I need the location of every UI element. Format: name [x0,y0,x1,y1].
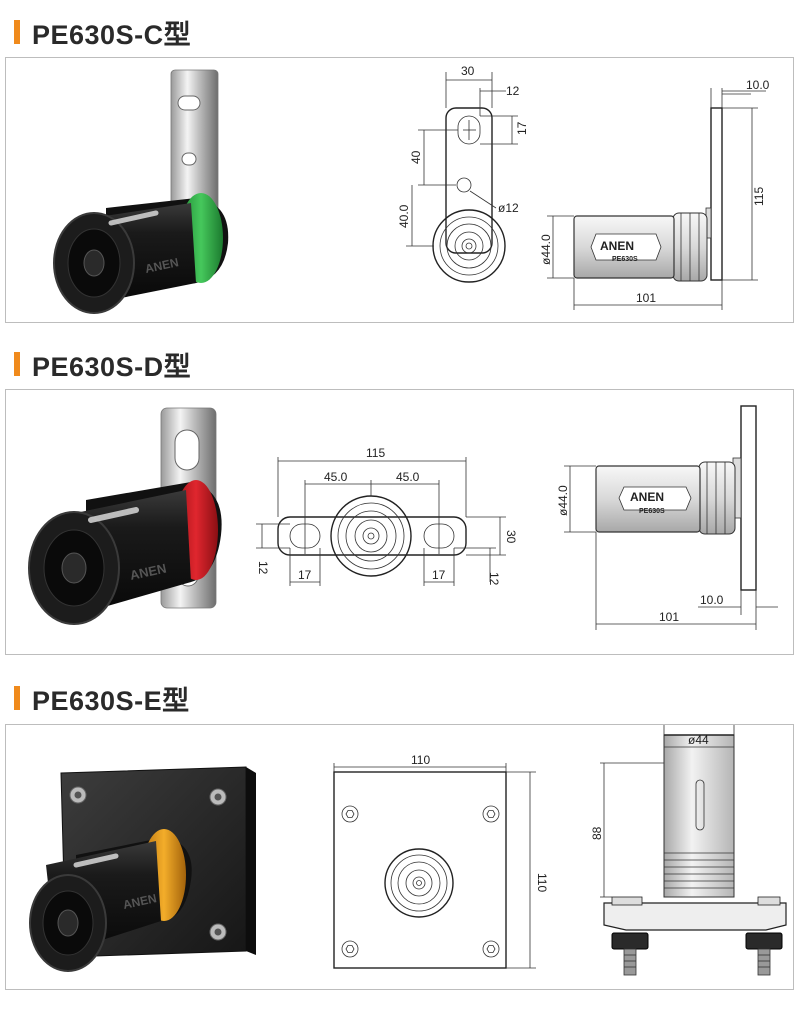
section-title-text: PE630S-E型 [32,685,190,716]
drawing-brand-label: ANEN [600,239,634,253]
panel-c: ANEN 30 12 17 [5,57,794,323]
dim-dia-12: ø12 [498,201,519,215]
plate-slot [177,95,201,111]
section-title-d: PE630S-D型 [0,344,191,384]
dim-height-12b: 12 [487,572,501,586]
section-title-e: PE630S-E型 [0,678,190,718]
title-accent-bar [14,20,20,44]
title-accent-bar [14,352,20,376]
dim-dia-44: ø44.0 [539,234,553,265]
panel-c-drawing: ANEN 30 12 17 [53,64,770,314]
dim-height-40: 40 [409,150,423,164]
dim-width-17a: 17 [298,568,312,582]
section-title-text: PE630S-C型 [32,19,192,50]
side-drawing-c: ANEN PE630S 10.0 115 ø44.0 101 [539,78,770,310]
dim-width-45b: 45.0 [396,470,420,484]
side-mount-plate [603,902,787,931]
drawing-brand-label: ANEN [630,490,664,504]
dim-dia-44: ø44 [688,733,709,747]
side-drawing-e: ø44 88 [590,725,787,976]
dim-width-30: 30 [461,64,475,78]
plate-slot-top [174,429,200,471]
photo-brand-label: ANEN [129,561,168,583]
section-title-text: PE630S-D型 [32,351,192,382]
front-drawing-d: 115 45.0 45.0 30 12 17 17 12 [256,446,518,586]
dim-width-115: 115 [366,446,385,460]
drawing-model-label: PE630S [612,256,638,263]
dim-dia-44: ø44.0 [556,485,570,516]
dim-width-17b: 17 [432,568,446,582]
dim-height-40b: 40.0 [397,204,411,228]
front-drawing-c: 30 12 17 40 40.0 ø12 [397,64,529,283]
photo-brand-label: ANEN [144,255,180,276]
drawing-model-label: PE630S [639,508,665,515]
dim-height-30: 30 [504,530,518,544]
product-photo-d: ANEN [28,407,222,625]
dim-height-88: 88 [590,826,604,840]
product-photo-c: ANEN [53,69,229,314]
dim-length-101: 101 [636,291,656,305]
panel-e: ANEN 110 110 [5,724,794,990]
dim-thickness-10: 10.0 [746,78,770,92]
section-title-c: PE630S-C型 [0,12,191,52]
dim-width-45a: 45.0 [324,470,348,484]
dim-height-115: 115 [752,187,766,206]
panel-d: ANEN 115 [5,389,794,655]
panel-e-drawing: ANEN 110 110 [29,725,787,976]
dim-width-12: 12 [506,84,520,98]
title-accent-bar [14,686,20,710]
dim-height-12a: 12 [256,561,270,575]
plate-hole [181,152,197,166]
dim-height-110: 110 [535,873,549,892]
dim-height-17: 17 [515,121,529,135]
product-photo-e: ANEN [29,766,256,972]
front-drawing-e: 110 110 [333,753,549,969]
dim-width-110: 110 [411,753,430,767]
dim-length-101: 101 [659,610,679,624]
panel-d-drawing: ANEN 115 [28,405,778,630]
side-drawing-d: ANEN PE630S ø44.0 10.0 101 [556,405,778,630]
dim-thickness-10: 10.0 [700,593,724,607]
photo-brand-label: ANEN [122,891,158,912]
